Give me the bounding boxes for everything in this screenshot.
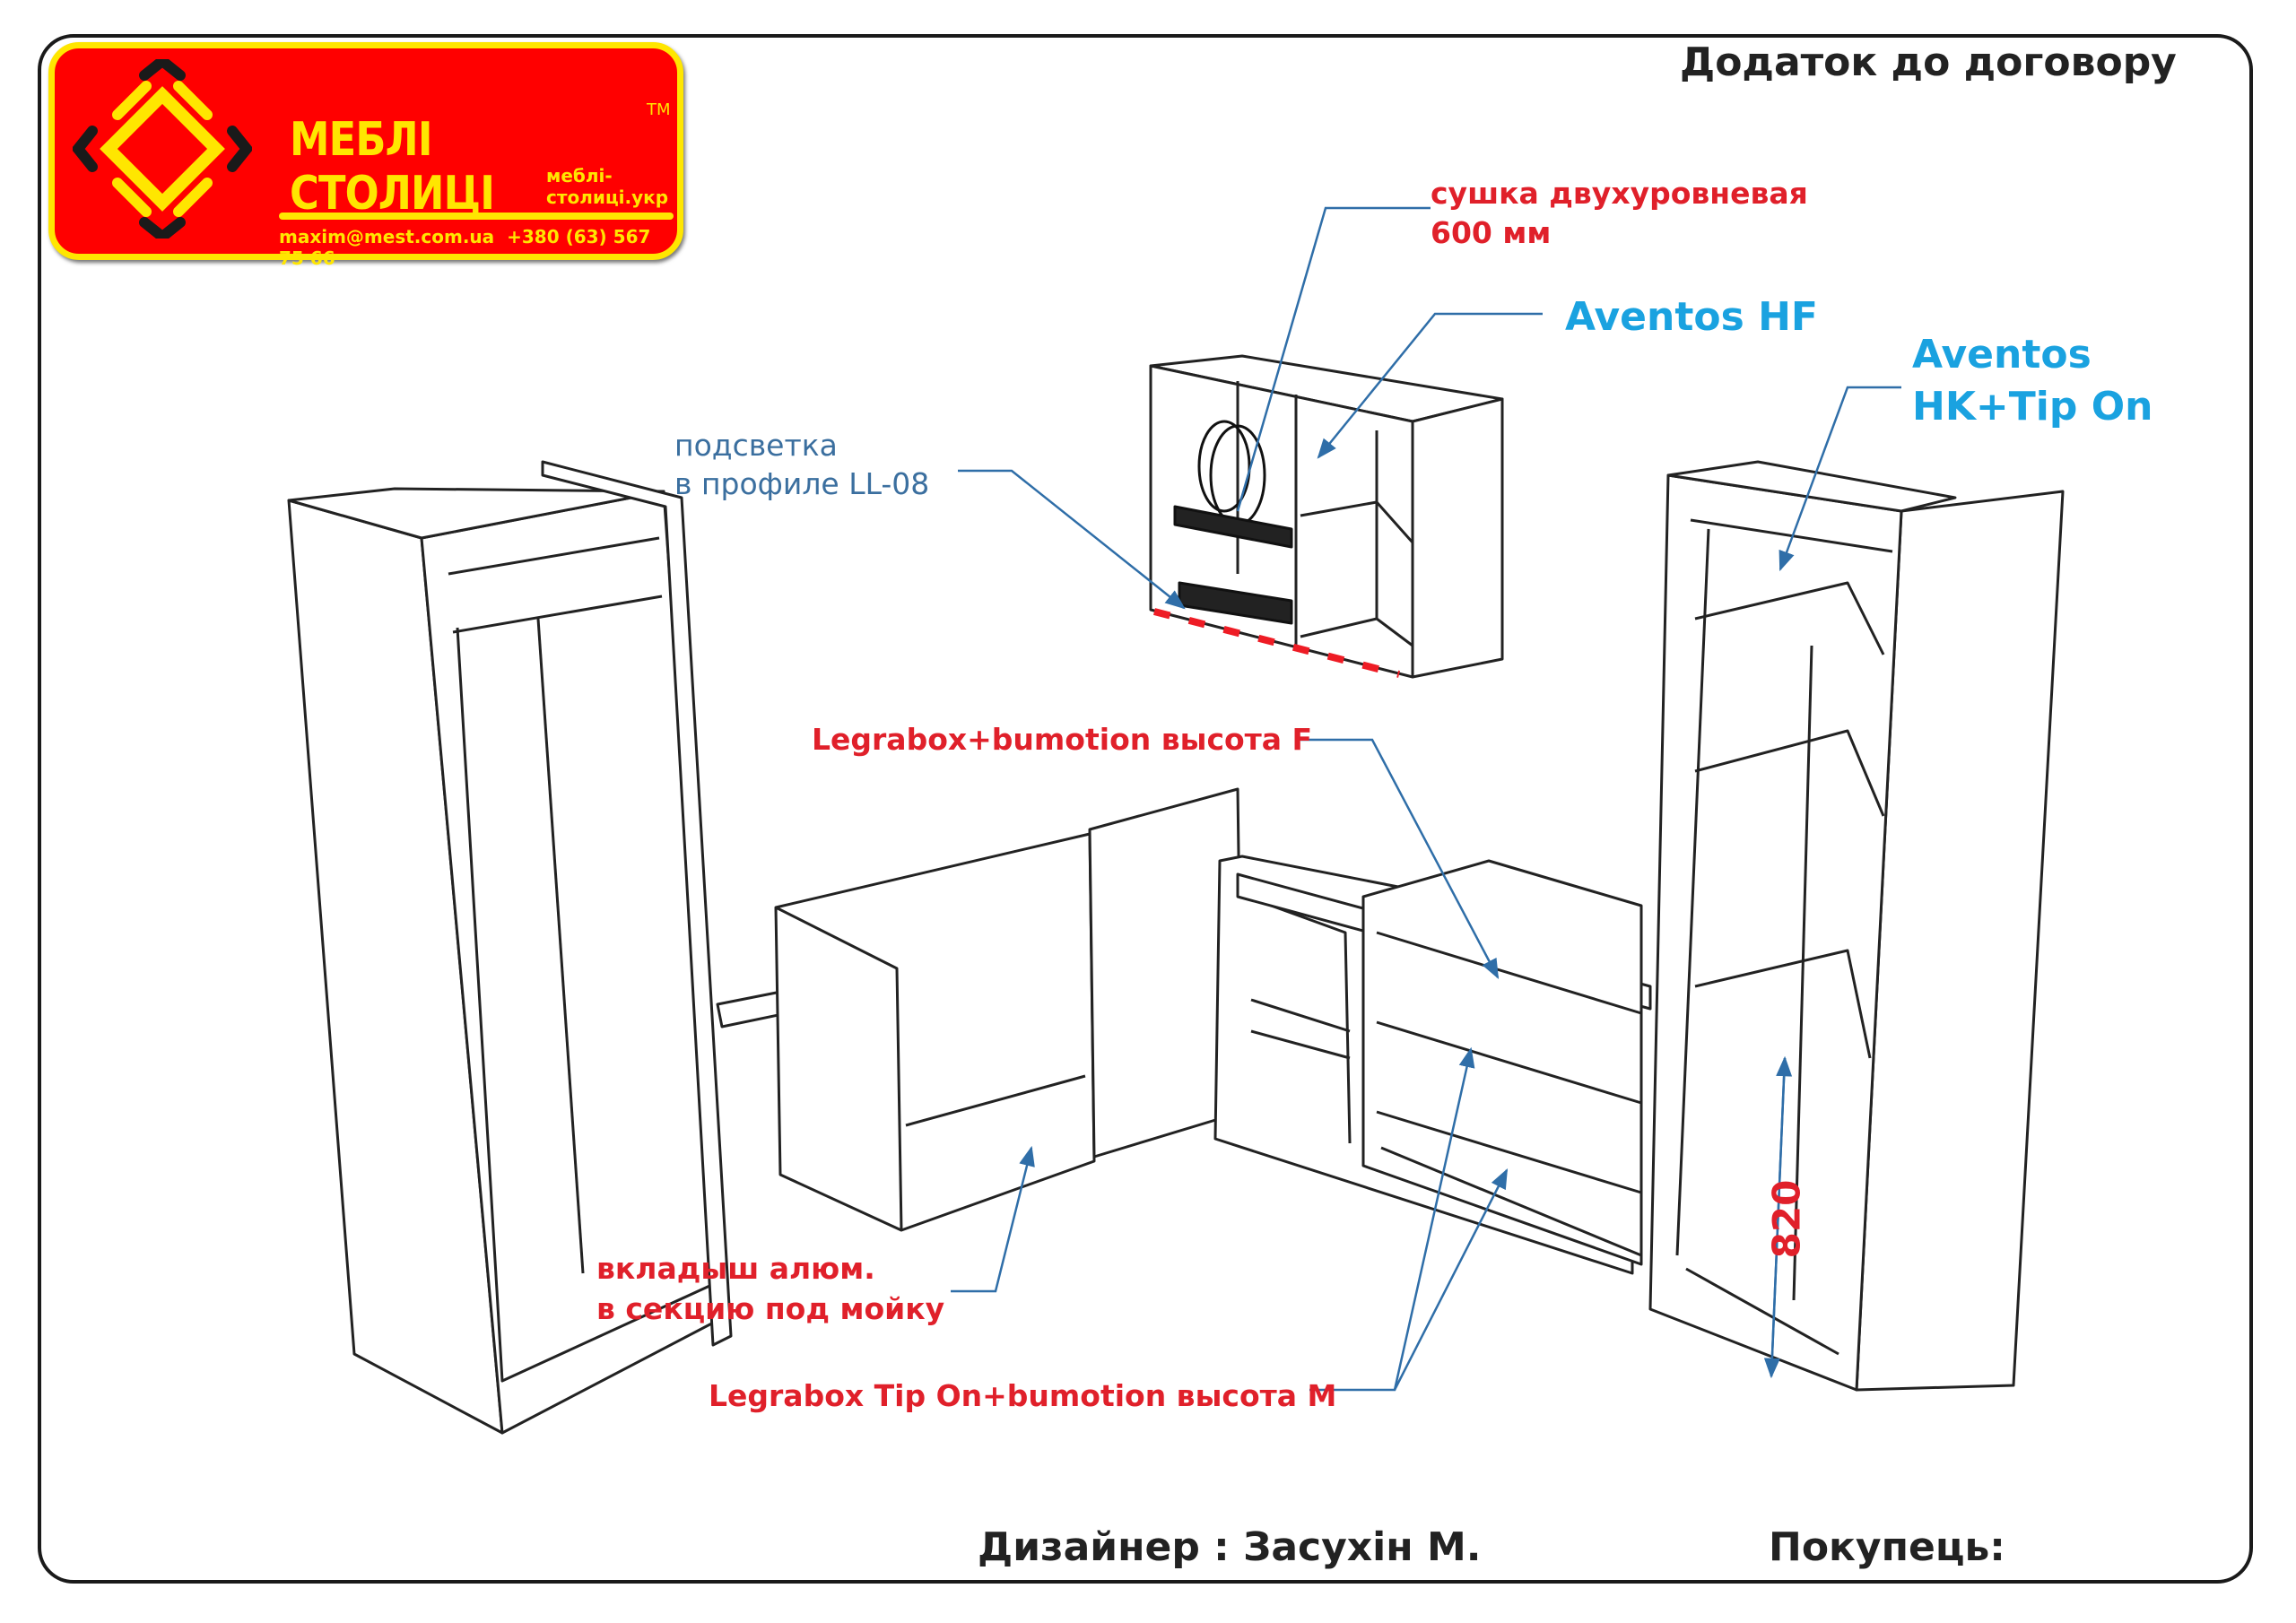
leader-legrabox-f — [1300, 738, 1500, 979]
leader-lighting — [958, 469, 1186, 610]
leader-dryer — [1236, 206, 1431, 512]
label-legrabox-m: Legrabox Tip On+bumotion высота M — [709, 1378, 1337, 1413]
logo-diamond-icon — [73, 59, 252, 239]
logo-email: maxim@mest.com.ua — [279, 226, 495, 247]
logo-contact: maxim@mest.com.ua +380 (63) 567 75 66 — [279, 226, 677, 269]
led-profile-strip — [1153, 608, 1400, 678]
logo-trademark: TM — [647, 100, 671, 119]
logo-divider — [279, 213, 674, 220]
left-tall-end-panel — [541, 460, 733, 1347]
company-logo: TM МЕБЛІ СТОЛИЦІ меблі-столиці.укр maxim… — [48, 42, 683, 269]
label-aventos-hk-2: HK+Tip On — [1912, 384, 2153, 430]
dish-dryer — [1173, 420, 1293, 625]
label-lighting-1: подсветка — [674, 428, 838, 463]
logo-brand: МЕБЛІ СТОЛИЦІ — [290, 113, 495, 221]
logo-website: меблі-столиці.укр — [546, 165, 669, 208]
drawer-unit — [1361, 859, 1643, 1266]
label-dish-dryer-2: 600 мм — [1431, 215, 1552, 250]
label-legrabox-f: Legrabox+bumotion высота F — [812, 722, 1313, 757]
left-tall-cabinet-top — [287, 487, 665, 540]
label-sink-insert-1: вкладыш алюм. — [596, 1251, 875, 1286]
leader-aventos-hk — [1779, 386, 1901, 572]
buyer-label: Покупець: — [1769, 1524, 2005, 1570]
label-dish-dryer-1: сушка двухуровневая — [1431, 176, 1808, 211]
label-aventos-hk-1: Aventos — [1912, 332, 2092, 378]
label-sink-insert-2: в секцию под мойку — [596, 1291, 945, 1326]
wall-cabinet-side — [1411, 397, 1504, 679]
sink-cabinet — [774, 832, 1096, 1232]
label-lighting-2: в профиле LL-08 — [674, 466, 930, 501]
page-title: Додаток до договору — [1680, 39, 2177, 85]
label-aventos-hf: Aventos HF — [1565, 294, 1818, 340]
leader-sink — [951, 1145, 1035, 1293]
page-border — [38, 34, 2253, 1584]
logo-phone: +380 (63) 567 75 66 — [279, 226, 651, 269]
dimension-820: 820 — [1764, 1179, 1809, 1259]
designer-label: Дизайнер : Засухін М. — [978, 1524, 1482, 1570]
leader-aventos-hf — [1317, 312, 1543, 459]
